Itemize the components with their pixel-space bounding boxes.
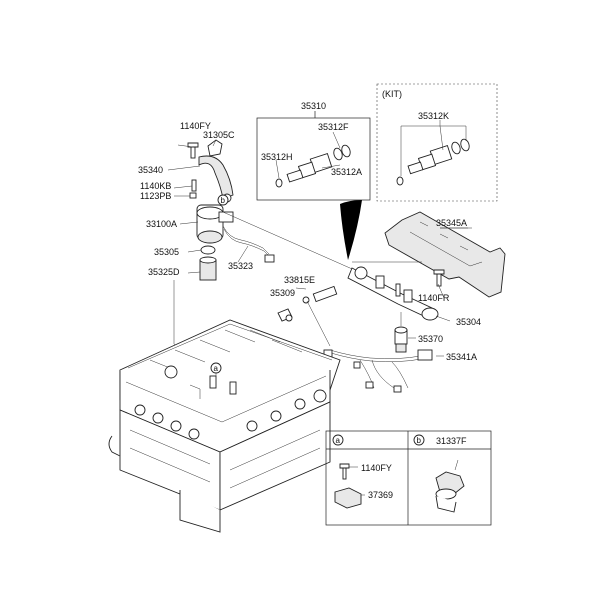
legend-box [325,430,492,526]
harness-35341A [323,349,444,393]
direction-arrow [340,200,362,260]
label-35370: 35370 [418,334,443,344]
label-1123PB: 1123PB [140,191,171,201]
label-1140FY: 1140FY [180,121,211,131]
callout-b-letter: b [221,196,226,205]
legend-b-sensor [435,459,465,513]
label-35305: 35305 [154,247,179,257]
label-35345A: 35345A [436,218,467,228]
label-1140KB: 1140KB [140,181,171,191]
callout-b [217,194,229,206]
label-35341A: 35341A [446,352,477,362]
label-35310: 35310 [301,101,326,111]
legend-b-letter: b [417,436,422,445]
injector-35309 [277,285,338,347]
pressure-sensor-35370 [394,312,416,353]
engine-block [108,319,341,533]
label-1140FR: 1140FR [418,293,450,303]
label-35325D: 35325D [148,267,180,277]
label-35309: 35309 [270,288,295,298]
label-31305C: 31305C [203,130,235,140]
label-35312A: 35312A [331,167,362,177]
callout-a-letter: a [214,364,219,373]
label-kit: (KIT) [382,89,402,99]
legend-b-part: 31337F [436,436,467,446]
legend-a-part1: 1140FY [361,463,392,473]
label-35312K: 35312K [418,111,449,121]
label-35312F: 35312F [318,122,349,132]
fuel-rail-cover-35345A [384,211,506,298]
injector-35312 [275,144,351,188]
callout-a [210,362,222,378]
kit-box [376,83,498,202]
label-35323: 35323 [228,261,253,271]
label-35304: 35304 [456,317,481,327]
injector-box [256,111,371,201]
fuel-rail-35304 [347,227,472,322]
label-35340: 35340 [138,165,163,175]
label-35312H: 35312H [261,152,293,162]
legend-a-part2: 37369 [368,490,393,500]
pump-assembly [167,139,360,355]
label-33815E: 33815E [284,275,315,285]
label-33100A: 33100A [146,219,177,229]
legend-a-letter: a [336,436,341,445]
